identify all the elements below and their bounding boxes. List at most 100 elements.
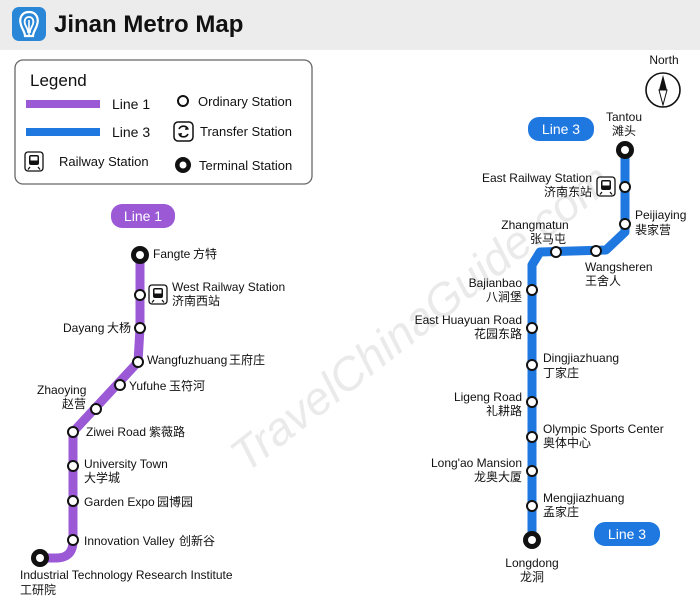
station-yufuhe[interactable]: Yufuhe 玉符河 <box>114 378 205 393</box>
svg-text:Fangte: Fangte <box>153 247 191 261</box>
svg-text:Dingjiazhuang: Dingjiazhuang <box>543 351 619 365</box>
station-innovation-valley[interactable]: Innovation Valley 创新谷 <box>67 533 215 548</box>
svg-text:Line 3: Line 3 <box>608 526 646 542</box>
station-fangte[interactable]: Fangte 方特 <box>131 246 217 264</box>
svg-text:创新谷: 创新谷 <box>179 533 215 548</box>
line1-badge: Line 1 <box>111 204 175 228</box>
legend-title: Legend <box>30 71 87 90</box>
compass-label: North <box>649 53 678 67</box>
svg-text:Yufuhe: Yufuhe <box>129 379 167 393</box>
station-wangfuzhuang[interactable]: Wangfuzhuang 王府庄 <box>132 352 265 368</box>
station-zhaoying[interactable]: Zhaoying 赵营 <box>37 383 102 415</box>
svg-text:University Town: University Town <box>84 457 168 471</box>
svg-text:Wangfuzhuang: Wangfuzhuang <box>147 353 227 367</box>
svg-text:工研院: 工研院 <box>20 583 56 597</box>
station-ziwei-road[interactable]: Ziwei Road 紫薇路 <box>67 424 185 439</box>
page-title: Jinan Metro Map <box>54 11 244 38</box>
svg-text:Longdong: Longdong <box>505 556 558 570</box>
svg-text:Olympic Sports Center: Olympic Sports Center <box>543 422 664 436</box>
svg-text:Mengjiazhuang: Mengjiazhuang <box>543 491 624 505</box>
station-mengjiazhuang[interactable]: Mengjiazhuang 孟家庄 <box>526 491 624 519</box>
legend: Legend Line 1 Line 3 Railway Station Ord… <box>14 59 313 185</box>
svg-text:East Huayuan Road: East Huayuan Road <box>415 313 522 327</box>
station-longdong[interactable]: Longdong 龙洞 <box>505 531 559 584</box>
svg-text:Peijiaying: Peijiaying <box>635 208 686 222</box>
legend-ordinary-icon <box>177 95 189 107</box>
legend-railway-icon <box>24 151 44 172</box>
svg-text:孟家庄: 孟家庄 <box>543 504 579 519</box>
svg-text:龙奥大厦: 龙奥大厦 <box>474 470 522 484</box>
svg-text:济南东站: 济南东站 <box>544 184 592 199</box>
svg-text:济南西站: 济南西站 <box>172 293 220 308</box>
station-peijiaying[interactable]: Peijiaying 裴家营 <box>619 208 686 237</box>
station-garden-expo[interactable]: Garden Expo 园博园 <box>67 494 193 509</box>
svg-text:滩头: 滩头 <box>612 124 636 138</box>
svg-text:Line 3: Line 3 <box>542 121 580 137</box>
svg-text:Innovation Valley: Innovation Valley <box>84 534 175 548</box>
svg-text:龙洞: 龙洞 <box>520 570 544 584</box>
svg-text:Tantou: Tantou <box>606 110 642 124</box>
svg-text:大杨: 大杨 <box>107 320 131 335</box>
station-dayang[interactable]: Dayang 大杨 <box>63 320 146 335</box>
line3-badge-top: Line 3 <box>528 117 594 141</box>
station-university-town[interactable]: University Town 大学城 <box>67 457 168 485</box>
station-tantou[interactable]: Tantou 滩头 <box>606 110 642 159</box>
station-zhangmatun[interactable]: Zhangmatun 张马屯 <box>501 218 569 258</box>
svg-text:East Railway Station: East Railway Station <box>482 171 592 185</box>
svg-text:Garden Expo: Garden Expo <box>84 495 155 509</box>
legend-ordinary-label: Ordinary Station <box>198 94 292 109</box>
legend-transfer-icon <box>173 121 194 142</box>
station-east-railway-station[interactable]: East Railway Station 济南东站 <box>482 171 631 199</box>
svg-text:Dayang: Dayang <box>63 321 104 335</box>
svg-text:Industrial Technology Research: Industrial Technology Research Institute <box>20 568 233 582</box>
station-bajianbao[interactable]: Bajianbao 八涧堡 <box>469 276 538 304</box>
legend-line1-label: Line 1 <box>112 96 150 112</box>
jinan-metro-logo-icon <box>12 7 46 41</box>
svg-text:赵营: 赵营 <box>62 397 86 411</box>
svg-text:礼耕路: 礼耕路 <box>486 403 522 418</box>
svg-text:紫薇路: 紫薇路 <box>149 424 185 439</box>
station-west-railway-station[interactable]: West Railway Station 济南西站 <box>134 280 285 308</box>
svg-text:Zhaoying: Zhaoying <box>37 383 86 397</box>
legend-railway-label: Railway Station <box>59 154 149 169</box>
svg-text:丁家庄: 丁家庄 <box>543 365 579 380</box>
svg-text:Wangsheren: Wangsheren <box>585 260 653 274</box>
legend-box <box>14 59 313 185</box>
svg-text:王府庄: 王府庄 <box>229 352 265 367</box>
svg-text:张马屯: 张马屯 <box>530 232 566 246</box>
railway-station-icon <box>596 176 616 197</box>
line1-track <box>35 250 145 563</box>
station-dingjiazhuang[interactable]: Dingjiazhuang 丁家庄 <box>526 351 619 380</box>
svg-text:玉符河: 玉符河 <box>169 378 205 393</box>
svg-text:奥体中心: 奥体中心 <box>543 435 591 450</box>
svg-text:大学城: 大学城 <box>84 470 120 485</box>
svg-text:方特: 方特 <box>193 246 217 261</box>
svg-text:Bajianbao: Bajianbao <box>469 276 523 290</box>
svg-text:Long'ao Mansion: Long'ao Mansion <box>431 456 522 470</box>
legend-transfer-label: Transfer Station <box>200 124 292 139</box>
svg-text:裴家营: 裴家营 <box>635 222 671 237</box>
svg-text:园博园: 园博园 <box>157 494 193 509</box>
legend-line3-label: Line 3 <box>112 124 150 140</box>
station-wangsheren[interactable]: Wangsheren 王舍人 <box>585 245 653 288</box>
svg-text:Zhangmatun: Zhangmatun <box>501 218 568 232</box>
railway-station-icon <box>148 284 168 305</box>
svg-text:West Railway Station: West Railway Station <box>172 280 285 294</box>
legend-terminal-label: Terminal Station <box>199 158 292 173</box>
svg-text:王舍人: 王舍人 <box>585 273 621 288</box>
svg-text:Line 1: Line 1 <box>124 208 162 224</box>
svg-text:花园东路: 花园东路 <box>474 326 522 341</box>
compass: North <box>645 53 681 108</box>
line3-badge-bottom: Line 3 <box>594 522 660 546</box>
page-header: Jinan Metro Map <box>0 0 700 50</box>
svg-text:Ziwei Road: Ziwei Road <box>86 425 146 439</box>
station-east-huayuan-road[interactable]: East Huayuan Road 花园东路 <box>415 313 538 341</box>
svg-text:Ligeng Road: Ligeng Road <box>454 390 522 404</box>
station-longao-mansion[interactable]: Long'ao Mansion 龙奥大厦 <box>431 456 538 484</box>
svg-text:八涧堡: 八涧堡 <box>486 289 522 304</box>
station-ligeng-road[interactable]: Ligeng Road 礼耕路 <box>454 390 538 418</box>
station-olympic-sports-center[interactable]: Olympic Sports Center 奥体中心 <box>526 422 664 450</box>
station-industrial-technology-research-institute[interactable]: Industrial Technology Research Institute… <box>20 549 233 597</box>
